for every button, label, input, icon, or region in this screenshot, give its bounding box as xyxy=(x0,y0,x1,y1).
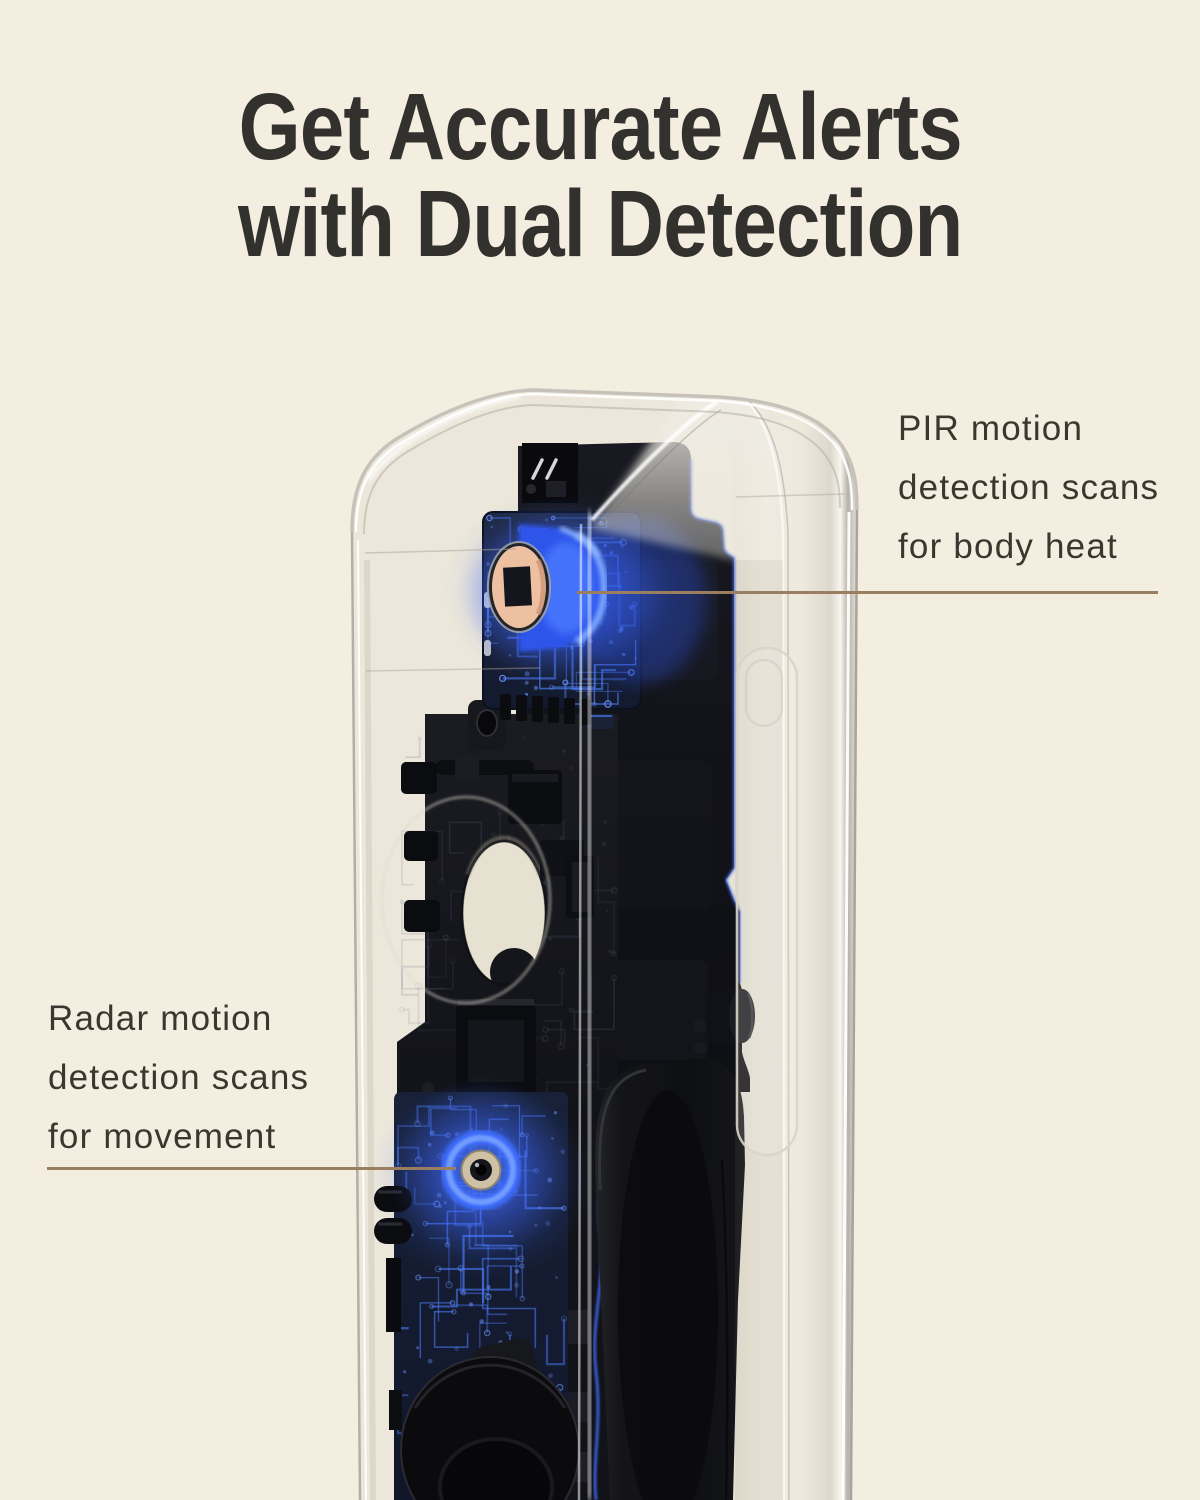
callout-radar-line-1: Radar motion xyxy=(48,999,273,1038)
callout-pir-line-1: PIR motion xyxy=(898,409,1084,448)
page-title: Get Accurate Alerts with Dual Detection xyxy=(0,79,1200,273)
radar-sensor xyxy=(393,1082,569,1258)
title-line-1: Get Accurate Alerts xyxy=(238,74,962,180)
camera-barrel xyxy=(595,1058,745,1500)
shell-edges xyxy=(350,388,859,1500)
speaker xyxy=(400,1338,580,1500)
camera-aperture-hole xyxy=(460,835,548,996)
callout-pir-line-2: detection scans xyxy=(898,468,1160,507)
title-line-2: with Dual Detection xyxy=(237,171,963,277)
callout-radar-line-2: detection scans xyxy=(48,1058,310,1097)
main-board xyxy=(397,700,618,1112)
radar-callout-line xyxy=(47,1167,456,1170)
pir-callout-line xyxy=(577,591,1158,594)
shell-reflections xyxy=(364,393,846,1500)
callout-radar-line-3: for movement xyxy=(48,1117,277,1156)
callout-pir: PIR motion detection scans for body heat xyxy=(898,399,1159,576)
callout-radar: Radar motion detection scans for movemen… xyxy=(48,989,309,1166)
callout-pir-line-3: for body heat xyxy=(898,527,1118,566)
title-text: Get Accurate Alerts with Dual Detection xyxy=(237,74,963,277)
